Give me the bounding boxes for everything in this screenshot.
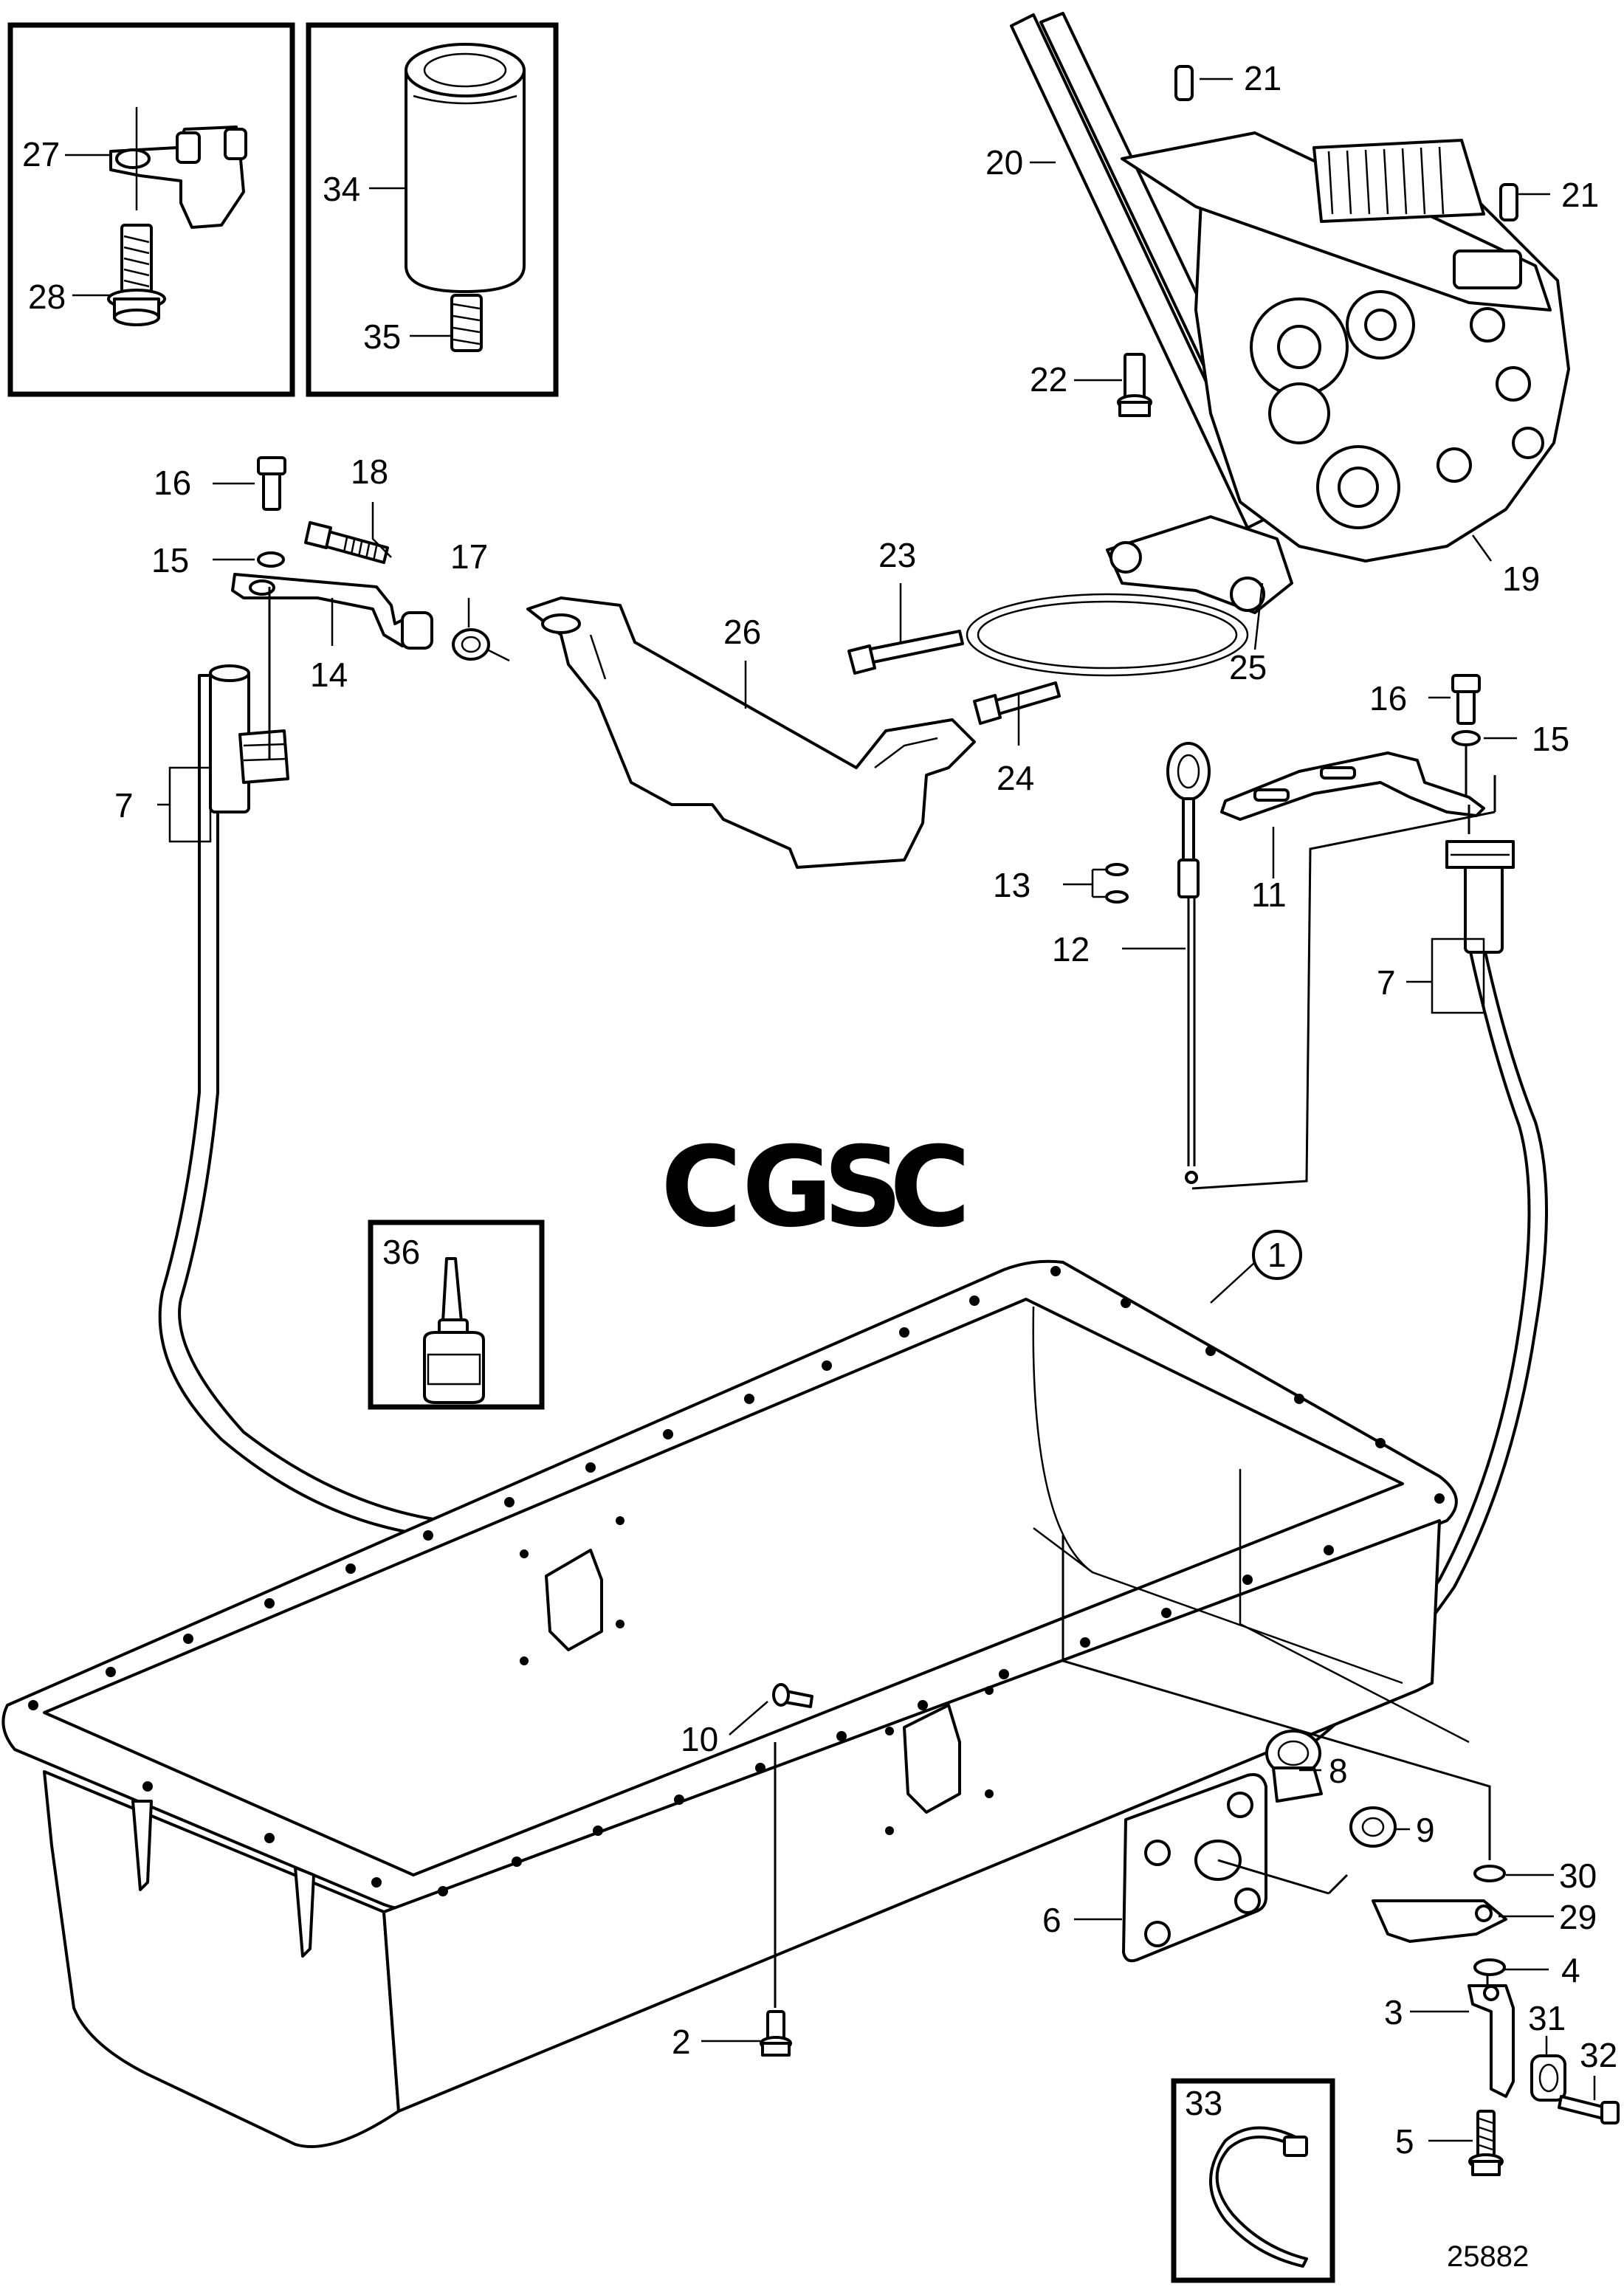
callout-29: 29: [1559, 1898, 1597, 1936]
callout-17: 17: [450, 537, 488, 576]
leader-lines: [65, 78, 1596, 2142]
oil-sump-1: [1, 1259, 1470, 2148]
callout-12: 12: [1052, 930, 1090, 968]
callout-16a: 16: [154, 464, 191, 502]
bolt-24: [973, 681, 1061, 725]
callout-31: 31: [1528, 1999, 1566, 2037]
clamp-31: [1530, 2054, 1566, 2102]
plug-9: [1349, 1806, 1397, 1848]
watermark-letter-1: C: [661, 1124, 742, 1252]
inset-sealant-36: [368, 1219, 545, 1410]
callout-23: 23: [878, 536, 916, 574]
flange-holes: [28, 1266, 1445, 1896]
watermark-letter-2: G: [742, 1124, 833, 1252]
bolt-18: [304, 521, 389, 564]
washer-4: [1473, 1958, 1506, 1976]
callout-28: 28: [28, 278, 66, 316]
bolt-23: [847, 630, 964, 675]
inset-oil-filter-34-35: [306, 22, 559, 397]
callout-18: 18: [351, 453, 388, 491]
callout-36: 36: [382, 1233, 420, 1271]
callout-10: 10: [681, 1720, 718, 1758]
callout-2: 2: [672, 2023, 691, 2061]
screw-10: [772, 1683, 813, 1708]
callout-25: 25: [1229, 648, 1267, 687]
callout-8: 8: [1329, 1752, 1348, 1790]
bracket-14: [231, 573, 433, 650]
callout-14: 14: [310, 656, 348, 694]
washer-15-right: [1451, 730, 1481, 746]
callout-21a: 21: [1244, 59, 1281, 97]
callout-7a: 7: [114, 786, 134, 825]
callout-11: 11: [1251, 875, 1287, 914]
callout-34: 34: [323, 170, 360, 208]
cgsc-watermark: C G S C: [661, 1124, 971, 1252]
callout-27: 27: [22, 135, 60, 173]
screw-5: [1468, 2110, 1504, 2176]
bracket-3: [1468, 1984, 1515, 2098]
fitting-8: [1265, 1730, 1323, 1803]
callout-24: 24: [997, 759, 1034, 797]
bolt-16-right: [1451, 674, 1481, 725]
star-washer-30: [1473, 1865, 1506, 1882]
callout-35: 35: [363, 317, 401, 356]
callout-3: 3: [1384, 1993, 1403, 2031]
inset-bracket-27-28: [7, 22, 295, 397]
callout-9: 9: [1416, 1811, 1435, 1849]
callout-20: 20: [985, 143, 1023, 182]
callout-33: 33: [1185, 2084, 1222, 2122]
screw-2: [760, 2010, 792, 2057]
bolt-16-left: [257, 456, 286, 511]
callout-30: 30: [1559, 1857, 1597, 1895]
drawing-number: 25882: [1447, 2240, 1529, 2273]
callout-16b: 16: [1369, 679, 1407, 718]
callout-32: 32: [1580, 2036, 1617, 2074]
callout-26: 26: [723, 613, 761, 651]
seal-17: [452, 628, 490, 661]
callout-5: 5: [1395, 2122, 1414, 2161]
callout-1: 1: [1267, 1236, 1287, 1274]
callout-labels: 27 28 34 35 21 21 20 22 19 25 23 24 26 1…: [22, 59, 1617, 2273]
watermark-letter-3: S: [823, 1124, 903, 1252]
callout-22: 22: [1030, 360, 1067, 399]
callout-6: 6: [1042, 1901, 1062, 1939]
callout-21b: 21: [1561, 176, 1599, 214]
callout-4: 4: [1561, 1951, 1580, 1989]
callout-19: 19: [1502, 560, 1540, 598]
watermark-letter-4: C: [890, 1124, 971, 1252]
bracket-11: [1220, 751, 1485, 821]
callout-7b: 7: [1377, 963, 1396, 1002]
callout-15b: 15: [1532, 720, 1569, 758]
dipstick-12: [1166, 742, 1211, 1184]
callout-15a: 15: [151, 541, 189, 579]
washer-15-left: [257, 551, 285, 568]
screw-32: [1558, 2095, 1620, 2124]
callout-13: 13: [993, 866, 1031, 904]
inset-cable-tie-33: [1171, 2078, 1335, 2283]
oil-pump-assembly: [966, 12, 1570, 677]
callout-1-circle: [1252, 1230, 1302, 1280]
cable-clip-29: [1372, 1899, 1507, 1943]
o-rings-13: [1105, 863, 1129, 904]
